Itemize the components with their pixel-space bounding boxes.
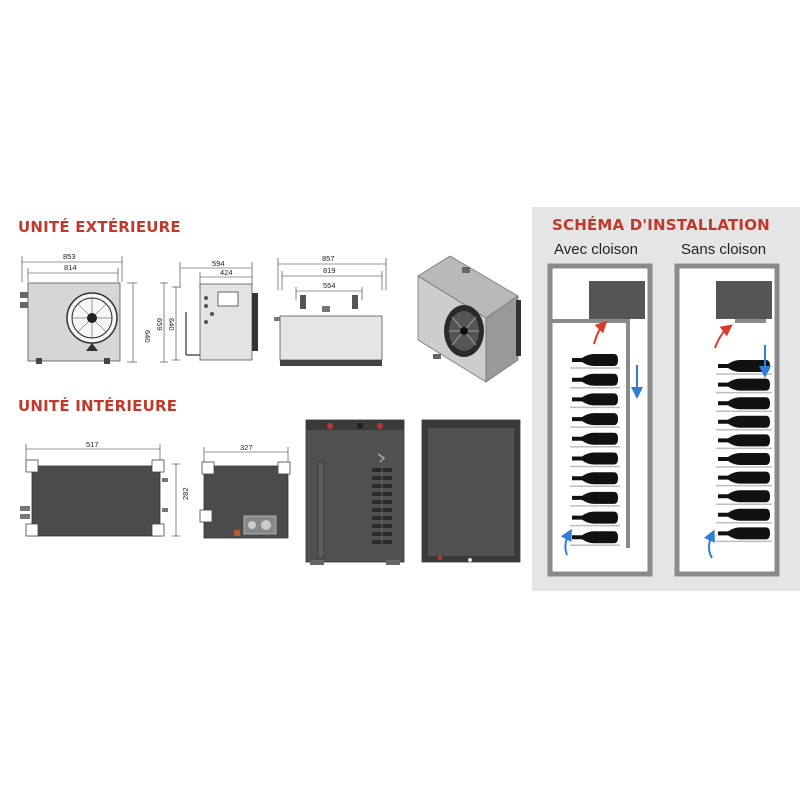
dim-outdoor-depth-outer: 594 bbox=[212, 259, 225, 268]
wine-bottle bbox=[718, 360, 770, 372]
wine-bottle bbox=[718, 527, 770, 540]
dim-outdoor-height: 640 bbox=[143, 330, 152, 343]
wine-bottle bbox=[718, 378, 770, 391]
dim-outdoor-width-inner: 814 bbox=[64, 263, 77, 272]
wine-bottle bbox=[572, 472, 618, 485]
dim-outdoor-width-outer: 853 bbox=[63, 252, 76, 261]
bottle-stack bbox=[570, 354, 620, 547]
wine-bottle bbox=[572, 511, 618, 524]
dim-outdoor-height-inner: 640 bbox=[167, 318, 176, 331]
dim-outdoor-height-outer: 659 bbox=[155, 318, 164, 331]
outdoor-unit-title: UNITÉ EXTÉRIEURE bbox=[18, 218, 181, 236]
wine-bottle bbox=[572, 354, 618, 366]
wine-bottle bbox=[718, 508, 770, 521]
indoor-unit-title: UNITÉ INTÉRIEURE bbox=[18, 397, 178, 415]
wine-bottle bbox=[572, 373, 618, 386]
dim-outdoor-depth-inner: 424 bbox=[220, 268, 233, 277]
wine-bottle bbox=[572, 531, 618, 544]
wine-bottle bbox=[718, 415, 770, 428]
wine-bottle bbox=[572, 452, 618, 465]
cold-air-arrow-up bbox=[704, 529, 715, 559]
dim-outdoor-top-width-outer: 857 bbox=[322, 254, 335, 263]
cabinet-with-partition bbox=[547, 263, 653, 577]
wine-bottle bbox=[572, 393, 618, 406]
indoor-unit-block bbox=[716, 281, 772, 319]
dim-indoor-depth: 327 bbox=[240, 443, 253, 452]
with-partition-label: Avec cloison bbox=[554, 241, 638, 258]
wine-bottle bbox=[718, 434, 770, 447]
dim-indoor-height: 282 bbox=[181, 487, 190, 500]
wine-bottle bbox=[718, 471, 770, 484]
cold-air-arrow-up bbox=[560, 528, 572, 556]
wine-bottle bbox=[718, 397, 770, 410]
dim-outdoor-top-width-inner: 819 bbox=[323, 266, 336, 275]
wine-bottle bbox=[718, 453, 770, 465]
dim-outdoor-top-width-mount: 554 bbox=[323, 281, 336, 290]
indoor-unit-block bbox=[589, 281, 645, 319]
wine-bottle bbox=[572, 432, 618, 445]
wine-bottle bbox=[572, 491, 618, 504]
installation-schema-title: SCHÉMA D'INSTALLATION bbox=[552, 216, 770, 234]
dim-indoor-width: 517 bbox=[86, 440, 99, 449]
warm-air-arrow bbox=[714, 324, 733, 349]
without-partition-label: Sans cloison bbox=[681, 241, 767, 258]
wine-bottle bbox=[572, 413, 618, 426]
wine-bottle bbox=[718, 490, 770, 503]
bottle-stack bbox=[716, 360, 772, 543]
warm-air-arrow bbox=[593, 320, 608, 345]
cabinet-without-partition bbox=[674, 263, 780, 577]
